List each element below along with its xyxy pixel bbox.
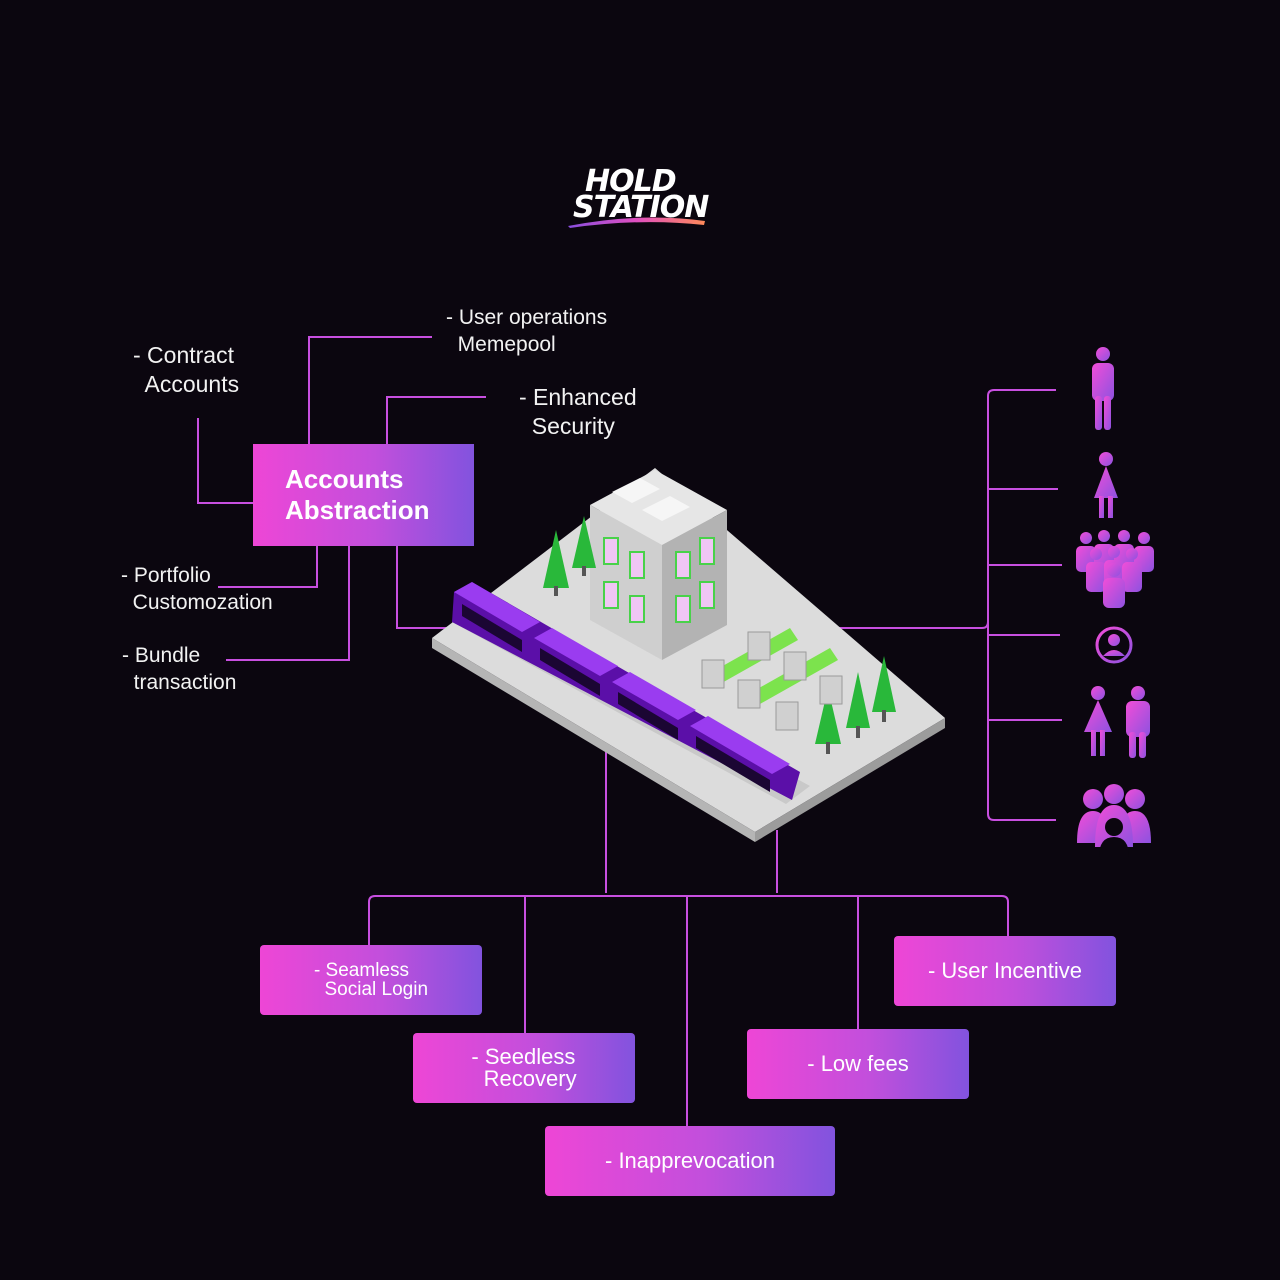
server-blocks bbox=[701, 628, 843, 731]
logo-line-1: HOLD bbox=[585, 164, 677, 199]
crowd-icon bbox=[1076, 530, 1154, 608]
couple-icon bbox=[1084, 686, 1150, 758]
label-bundle: - Bundle transaction bbox=[122, 644, 237, 694]
label-enhanced-security: - Enhanced Security bbox=[519, 384, 637, 439]
line-contract-accounts bbox=[197, 418, 253, 504]
feature-low-fees: - Low fees bbox=[747, 1029, 969, 1099]
line-portfolio bbox=[218, 546, 318, 588]
line-enhanced-security bbox=[386, 396, 486, 444]
logo-swoosh bbox=[568, 217, 705, 228]
label-contract-accounts: - Contract Accounts bbox=[133, 342, 240, 397]
label-user-operations: - User operations Memepool bbox=[446, 306, 608, 356]
train bbox=[452, 582, 800, 800]
connector-lines bbox=[197, 336, 1062, 1126]
platform-side-left bbox=[432, 638, 755, 842]
feature-seamless-social-login: - Seamless Social Login bbox=[260, 945, 482, 1015]
line-to-platform bbox=[396, 546, 452, 629]
feature-seedless-recovery: - Seedless Recovery bbox=[413, 1033, 635, 1103]
feature-user-incentive: - User Incentive bbox=[894, 936, 1116, 1006]
group-icon bbox=[1077, 784, 1151, 857]
label-portfolio: - Portfolio Customozation bbox=[121, 564, 273, 614]
line-bottom-bus bbox=[368, 895, 1009, 945]
platform-side-right bbox=[755, 718, 945, 842]
line-user-operations bbox=[308, 336, 432, 444]
building bbox=[590, 470, 727, 660]
city-illustration bbox=[432, 468, 945, 842]
accounts-abstraction-box: Accounts Abstraction bbox=[253, 444, 474, 546]
line-bundle bbox=[226, 546, 350, 661]
woman-icon bbox=[1094, 452, 1118, 518]
user-circle-icon bbox=[1095, 626, 1133, 664]
logo-line-2: STATION bbox=[573, 190, 709, 225]
feature-inapprevocation: - Inapprevocation bbox=[545, 1126, 835, 1196]
line-users-spine bbox=[987, 389, 1056, 821]
user-icons bbox=[1076, 347, 1154, 857]
man-icon bbox=[1092, 347, 1114, 430]
holdstation-logo: HOLD STATION bbox=[565, 162, 715, 234]
trees bbox=[543, 516, 896, 754]
